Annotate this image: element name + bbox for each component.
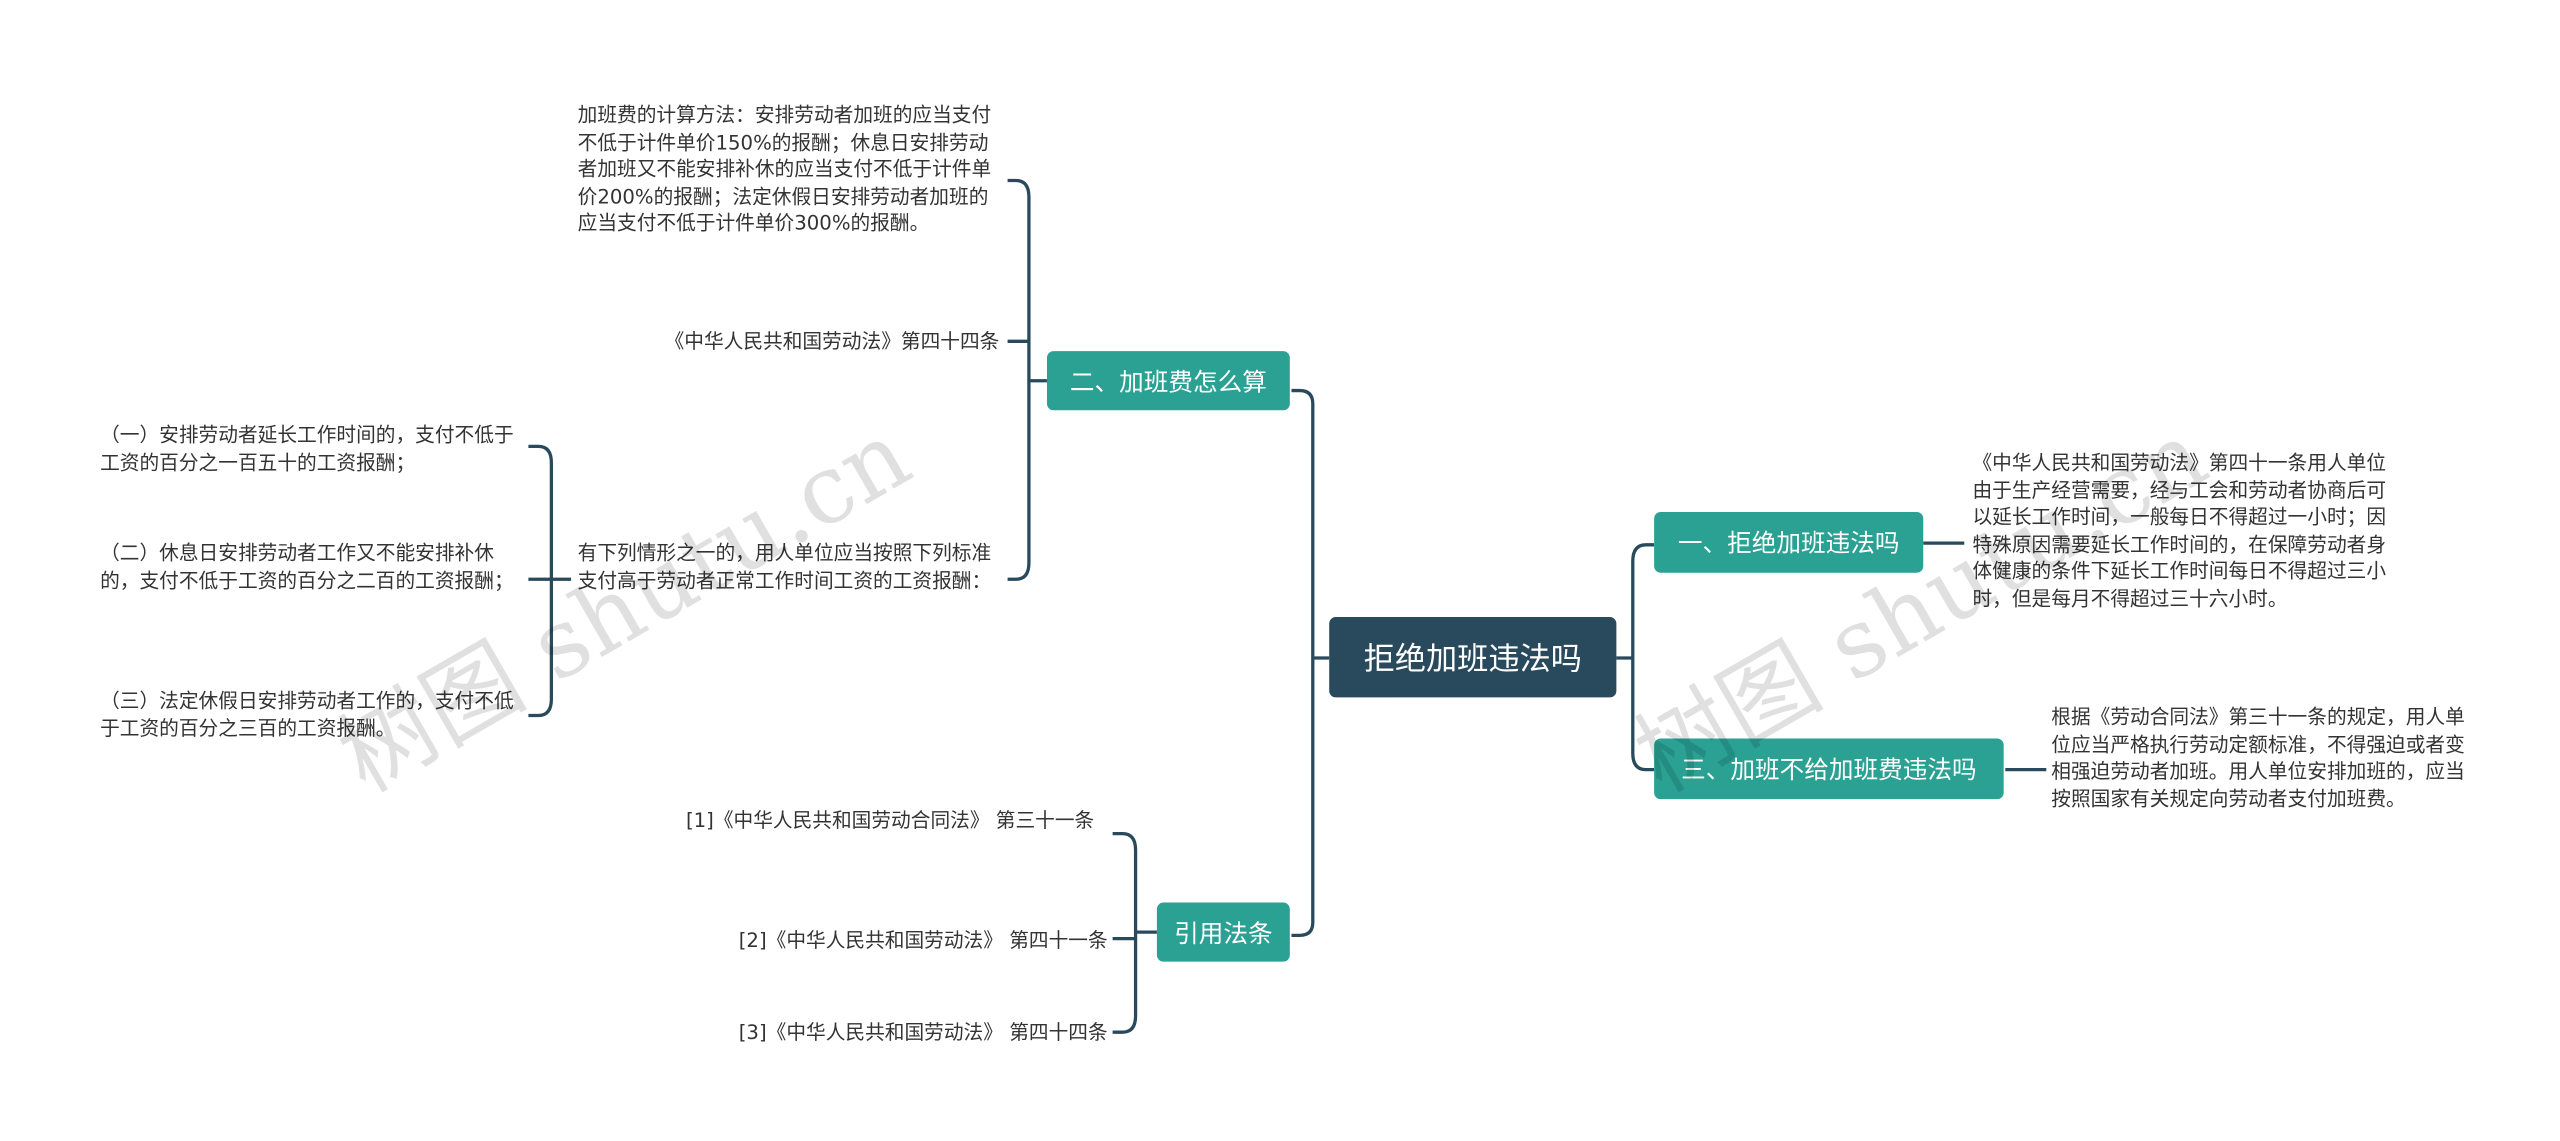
leaf-refuse-detail: 《中华人民共和国劳动法》第四十一条用人单位由于生产经营需要，经与工会和劳动者协商…: [1972, 451, 2387, 610]
leaf-nopay-detail: 根据《劳动合同法》第三十一条的规定，用人单位应当严格执行劳动定额标准，不得强迫或…: [2051, 705, 2465, 810]
leaf-reference-2: [2]《中华人民共和国劳动法》 第四十一条: [738, 928, 1108, 952]
branch-overtime-pay[interactable]: 二、加班费怎么算: [1046, 351, 1290, 411]
leaf-situations: 有下列情形之一的，用人单位应当按照下列标准支付高于劳动者正常工作时间工资的工资报…: [577, 541, 992, 592]
branch-refuse-overtime[interactable]: 一、拒绝加班违法吗: [1654, 511, 1924, 573]
leaf-article-44: 《中华人民共和国劳动法》第四十四条: [664, 329, 1000, 353]
leaf-reference-1: [1]《中华人民共和国劳动合同法》 第三十一条: [685, 809, 1095, 832]
connector-situation-items: [528, 444, 572, 718]
connector-overtime-children: [1007, 178, 1047, 581]
leaf-situation-item-1: （一）安排劳动者延长工作时间的，支付不低于工资的百分之一百五十的工资报酬；: [100, 423, 514, 474]
leaf-calc-method: 加班费的计算方法：安排劳动者加班的应当支付不低于计件单价150%的报酬；休息日安…: [577, 103, 992, 235]
connector-root-right: [1616, 543, 1655, 772]
root-topic[interactable]: 拒绝加班违法吗: [1329, 617, 1617, 698]
connector-reference-items: [1112, 831, 1157, 1034]
branch-no-overtime-pay[interactable]: 三、加班不给加班费违法吗: [1654, 738, 2004, 800]
connector-root-left: [1291, 388, 1330, 938]
leaf-reference-3: [3]《中华人民共和国劳动法》 第四十四条: [738, 1020, 1108, 1044]
leaf-situation-item-3: （三）法定休假日安排劳动者工作的，支付不低于工资的百分之三百的工资报酬。: [100, 689, 514, 740]
leaf-situation-item-2: （二）休息日安排劳动者工作又不能安排补休的，支付不低于工资的百分之二百的工资报酬…: [100, 541, 514, 592]
branch-references[interactable]: 引用法条: [1156, 902, 1290, 962]
